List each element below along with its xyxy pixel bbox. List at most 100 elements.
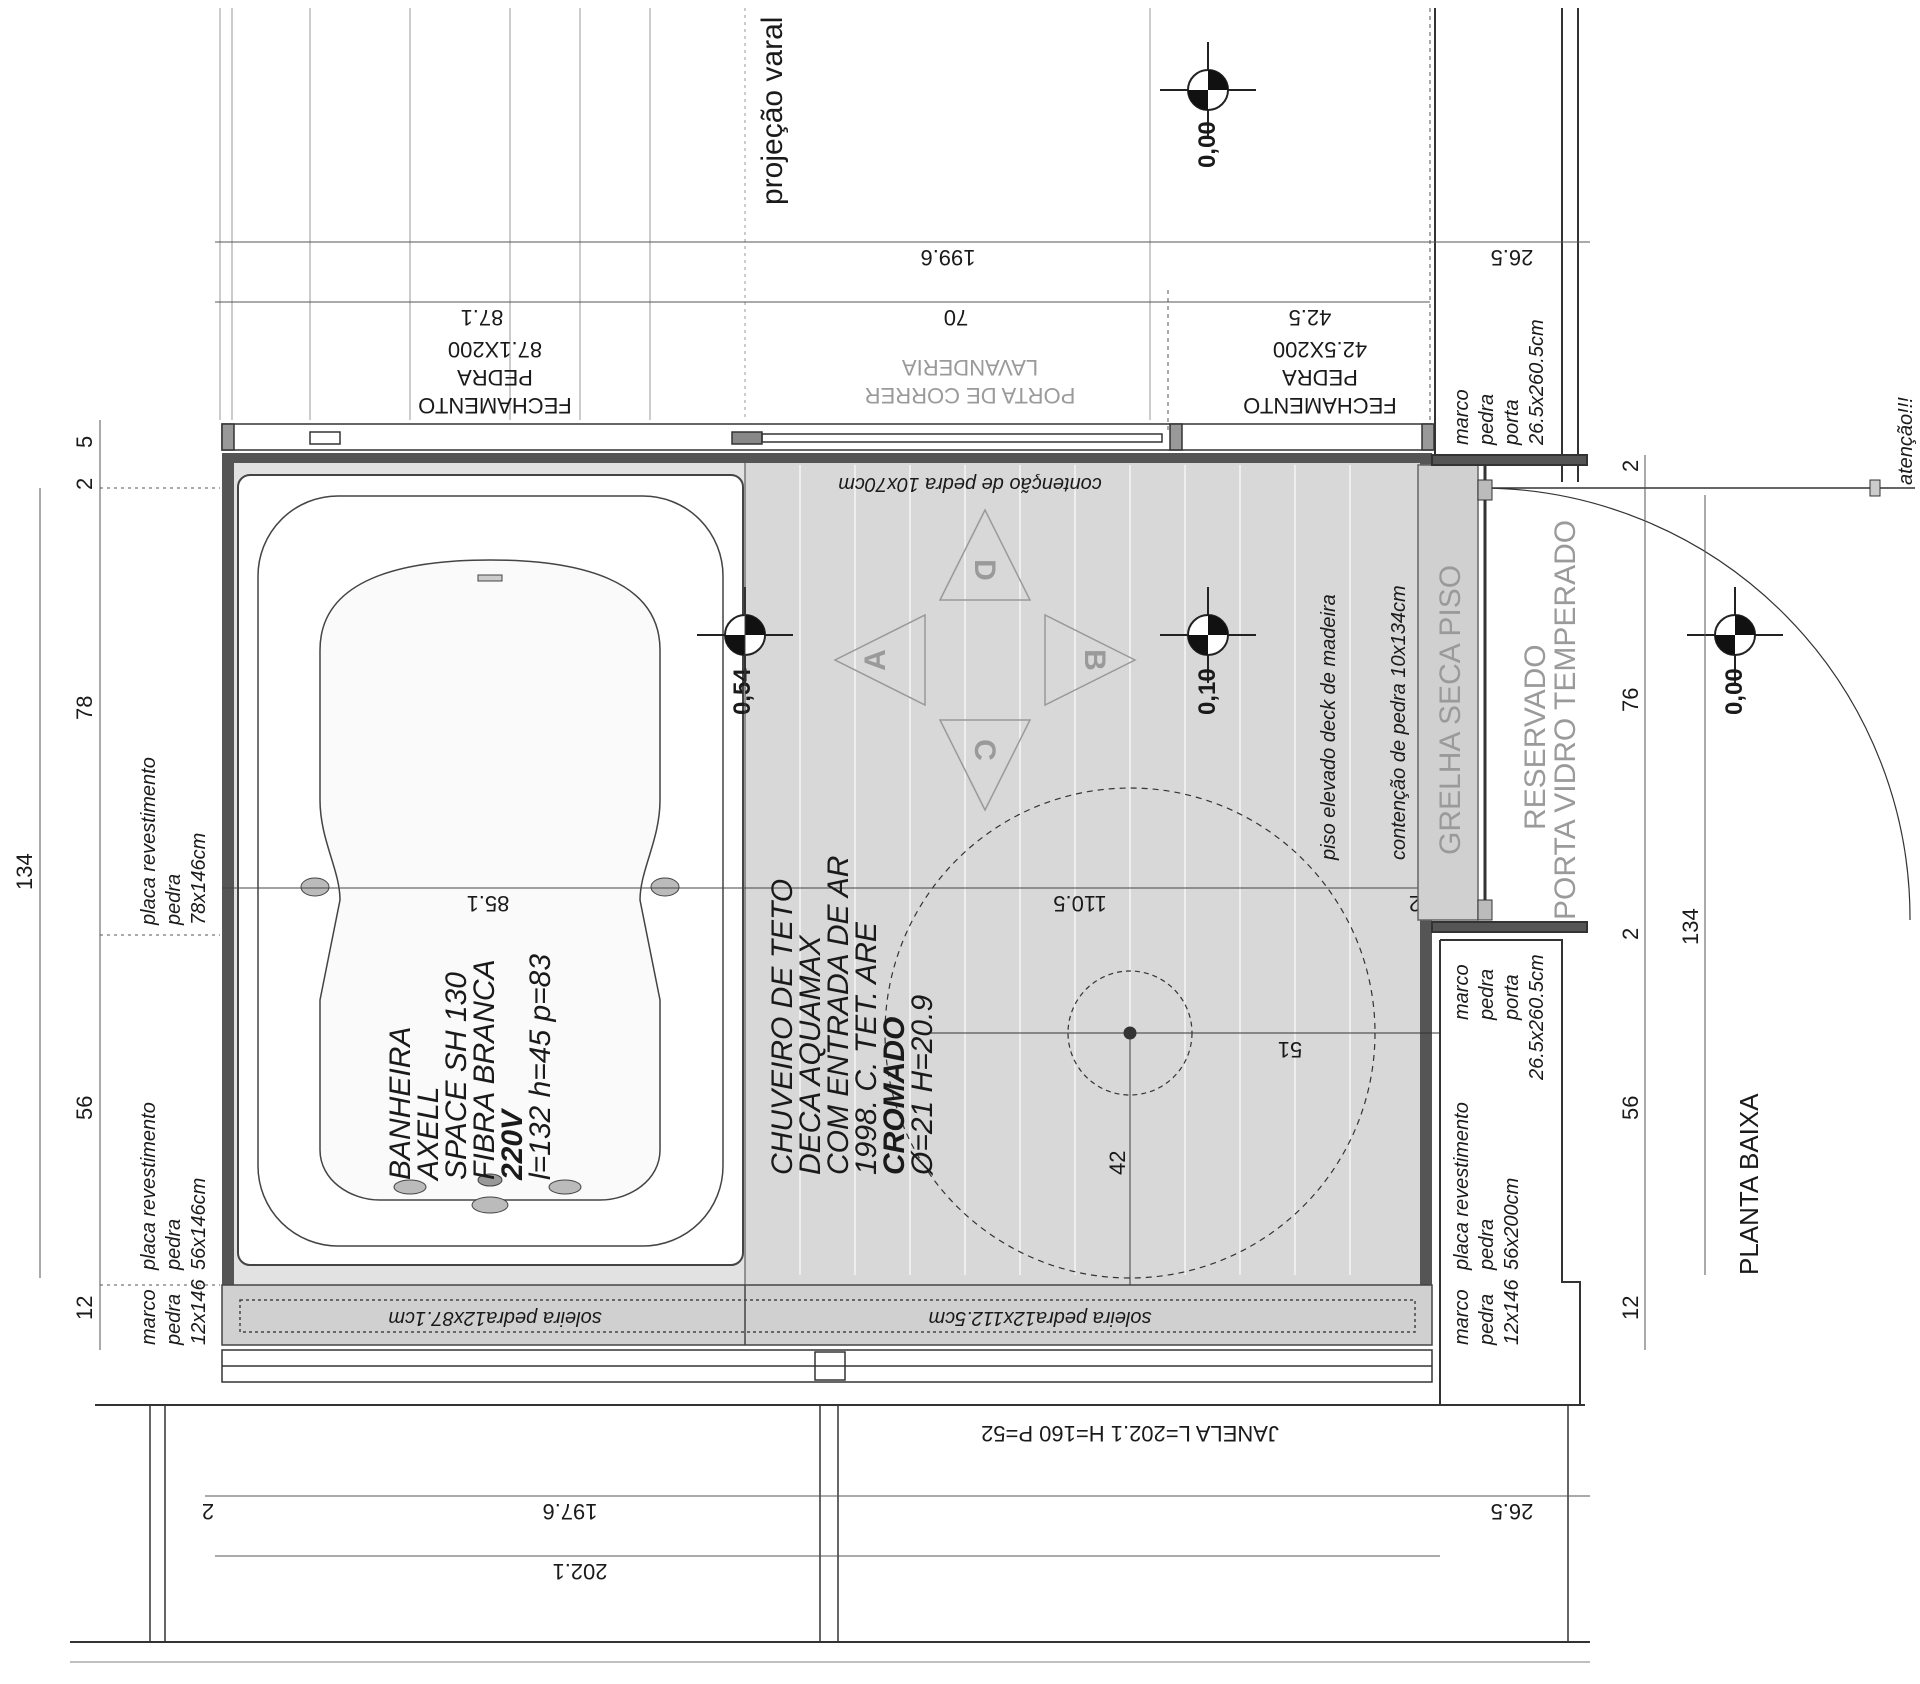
svg-text:CHUVEIRO DE TETO: CHUVEIRO DE TETO: [766, 879, 799, 1175]
svg-text:placa revestimento: placa revestimento: [1451, 1102, 1473, 1271]
svg-text:pedra: pedra: [1476, 1294, 1498, 1346]
arrow-label-a: A: [859, 649, 892, 671]
svg-text:marco: marco: [1451, 964, 1473, 1020]
svg-text:FECHAMENTO: FECHAMENTO: [418, 393, 572, 418]
deck-label: piso elevado deck de madeira: [1318, 594, 1340, 861]
grille-label: GRELHA SECA PISO: [1434, 565, 1467, 855]
dim-left-5: 5: [72, 436, 97, 448]
svg-text:SPACE SH 130: SPACE SH 130: [440, 972, 473, 1180]
right-walls: [1431, 454, 1588, 1405]
left-dimension-lines: [39, 420, 220, 1350]
svg-text:marco: marco: [1451, 389, 1473, 445]
svg-text:PORTA DE CORRER: PORTA DE CORRER: [865, 383, 1076, 408]
svg-text:Ø=21 H=20.9: Ø=21 H=20.9: [906, 995, 939, 1176]
dim-right-56: 56: [1618, 1096, 1643, 1120]
svg-text:AXELL: AXELL: [412, 1087, 445, 1182]
svg-text:porta: porta: [1501, 399, 1523, 446]
left-closure-label: FECHAMENTO PEDRA 87.1X200: [418, 337, 572, 418]
svg-text:56x200cm: 56x200cm: [1501, 1178, 1523, 1270]
dim-top-total: 199.6: [920, 245, 975, 270]
dim-bottom-265: 26.5: [1491, 1499, 1534, 1524]
svg-text:porta: porta: [1501, 974, 1523, 1021]
dim-bottom-2021: 202.1: [552, 1559, 607, 1584]
upper-zone-walls: [1434, 8, 1579, 482]
right-frame-label: marco pedra 12x146: [1451, 1279, 1523, 1346]
level-right-label: 0,00: [1721, 668, 1748, 715]
dim-top-right: 26.5: [1491, 245, 1534, 270]
window: [70, 1349, 1590, 1663]
dim-top-left: 87.1: [461, 305, 504, 330]
svg-text:LAVANDERIA: LAVANDERIA: [902, 355, 1038, 380]
svg-text:marco: marco: [138, 1289, 160, 1345]
svg-text:DECA AQUAMAX: DECA AQUAMAX: [794, 935, 827, 1175]
upper-zone-lines: [219, 8, 1151, 420]
svg-text:FIBRA BRANCA: FIBRA BRANCA: [468, 959, 501, 1180]
level-floor-label: 0,10: [1194, 668, 1221, 715]
dim-left-56: 56: [72, 1096, 97, 1120]
level-tub-label: 0,54: [729, 668, 756, 715]
reserved-label: RESERVADO PORTA VIDRO TEMPERADO: [1519, 520, 1582, 920]
svg-text:PEDRA: PEDRA: [1282, 365, 1358, 390]
arrow-label-b: B: [1078, 649, 1111, 671]
shower-head: [884, 787, 1440, 1285]
left-panel-top-label: placa revestimento pedra 78x146cm: [138, 757, 210, 926]
left-frame-label: marco pedra 12x146: [138, 1279, 210, 1346]
window-label: JANELA L=202.1 H=160 P=52: [981, 1421, 1279, 1446]
bottom-dimension-lines: [205, 1495, 1590, 1557]
svg-text:26.5x260.5cm: 26.5x260.5cm: [1526, 954, 1548, 1081]
right-door-frame-mid-label: marco pedra porta 26.5x260.5cm: [1451, 954, 1548, 1081]
dim-shower-51: 51: [1278, 1037, 1302, 1062]
dim-left-12: 12: [72, 1296, 97, 1320]
sliding-door-label: PORTA DE CORRER LAVANDERIA: [865, 355, 1076, 408]
dim-bottom-1976: 197.6: [542, 1499, 597, 1524]
svg-text:220V: 220V: [496, 1107, 529, 1181]
svg-text:pedra: pedra: [163, 1219, 185, 1271]
svg-text:COM ENTRADA DE AR: COM ENTRADA DE AR: [822, 856, 855, 1175]
bathtub: [237, 474, 744, 1266]
svg-text:56x146cm: 56x146cm: [188, 1178, 210, 1270]
dim-right-76: 76: [1618, 688, 1643, 712]
sill-right-label: soleira pedra12x112.5cm: [928, 1307, 1151, 1329]
svg-text:PEDRA: PEDRA: [457, 365, 533, 390]
svg-text:78x146cm: 78x146cm: [188, 833, 210, 925]
level-marker-floor: [1160, 587, 1256, 683]
dim-room-right: 110.5: [1053, 891, 1106, 916]
level-marker-right: [1687, 587, 1783, 683]
svg-text:placa revestimento: placa revestimento: [138, 757, 160, 926]
shower-label: CHUVEIRO DE TETO DECA AQUAMAX COM ENTRAD…: [766, 856, 939, 1176]
direction-arrows: [833, 508, 1137, 812]
top-dimension-lines: [215, 8, 1590, 430]
glass-door-swing: [1477, 479, 1915, 921]
right-panel-label: placa revestimento pedra 56x200cm: [1451, 1102, 1523, 1271]
svg-text:pedra: pedra: [163, 1294, 185, 1346]
dim-top-mid: 70: [944, 305, 968, 330]
dim-bottom-2: 2: [202, 1499, 214, 1524]
floor-grille: [1417, 464, 1479, 921]
sill-left-label: soleira pedra12x87.1cm: [388, 1307, 601, 1329]
svg-text:pedra: pedra: [1476, 1219, 1498, 1271]
svg-text:marco: marco: [1451, 1289, 1473, 1345]
warning-label: atenção!!!: [1895, 397, 1917, 485]
svg-text:pedra: pedra: [1476, 394, 1498, 446]
dim-room-left: 85.1: [467, 891, 510, 916]
stone-containment-side-label: contenção de pedra 10x134cm: [1388, 585, 1410, 860]
svg-text:placa revestimento: placa revestimento: [138, 1102, 160, 1271]
svg-text:42.5X200: 42.5X200: [1273, 337, 1367, 362]
sill: [221, 1284, 1433, 1346]
dim-left-134: 134: [12, 853, 37, 890]
svg-text:CROMADO: CROMADO: [878, 1017, 911, 1175]
svg-text:RESERVADO: RESERVADO: [1519, 644, 1552, 830]
svg-text:PORTA VIDRO TEMPERADO: PORTA VIDRO TEMPERADO: [1549, 520, 1582, 920]
svg-text:pedra: pedra: [1476, 969, 1498, 1021]
level-top-label: 0,00: [1194, 121, 1221, 168]
dim-shower-42: 42: [1105, 1151, 1130, 1175]
stone-containment-top-label: contenção de pedra 10x70cm: [838, 473, 1102, 495]
right-closure-label: FECHAMENTO PEDRA 42.5X200: [1243, 337, 1397, 418]
dim-right-12: 12: [1618, 1296, 1643, 1320]
svg-text:12x146: 12x146: [1501, 1279, 1523, 1345]
arrow-label-c: C: [968, 739, 1001, 761]
dim-right-134: 134: [1678, 908, 1703, 945]
drawing-title: PLANTA BAIXA: [1734, 1093, 1764, 1275]
dim-right-2a: 2: [1618, 460, 1643, 472]
